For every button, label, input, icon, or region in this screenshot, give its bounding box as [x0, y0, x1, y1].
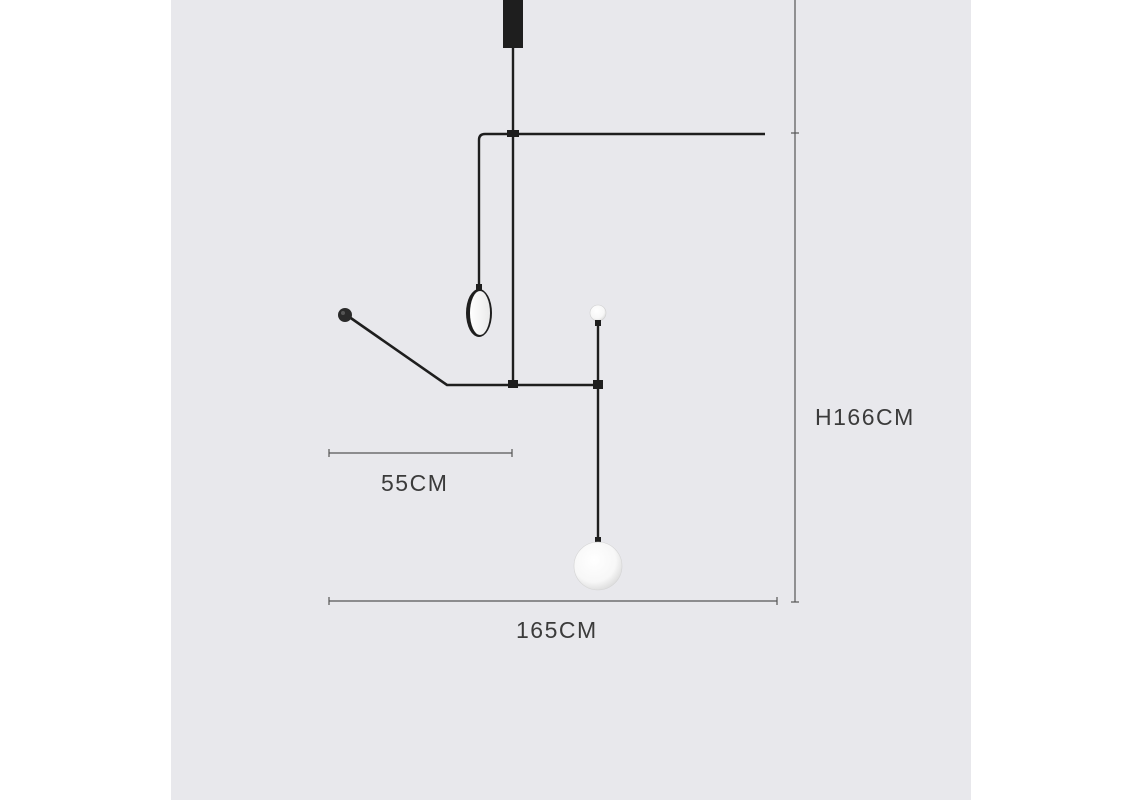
lower-arm [344, 312, 600, 387]
width-165cm-label: 165CM [516, 617, 598, 643]
large-globe [573, 541, 623, 591]
small-bulb [589, 304, 607, 322]
top-arm [477, 132, 765, 290]
counterweight-ball [338, 308, 352, 322]
dimension-55cm [328, 449, 513, 457]
globe-socket [595, 537, 601, 545]
dimension-h166cm [791, 0, 799, 603]
dimension-165cm [328, 597, 778, 605]
disc-shade [470, 291, 490, 335]
height-166cm-label: H166CM [815, 404, 915, 430]
width-55cm-label: 55CM [381, 470, 449, 496]
lower-arm-joint [508, 380, 518, 388]
top-arm-joint [507, 130, 519, 137]
ceiling-canopy [503, 0, 523, 48]
small-bulb-socket [595, 320, 601, 326]
counterweight-highlight [341, 311, 345, 315]
